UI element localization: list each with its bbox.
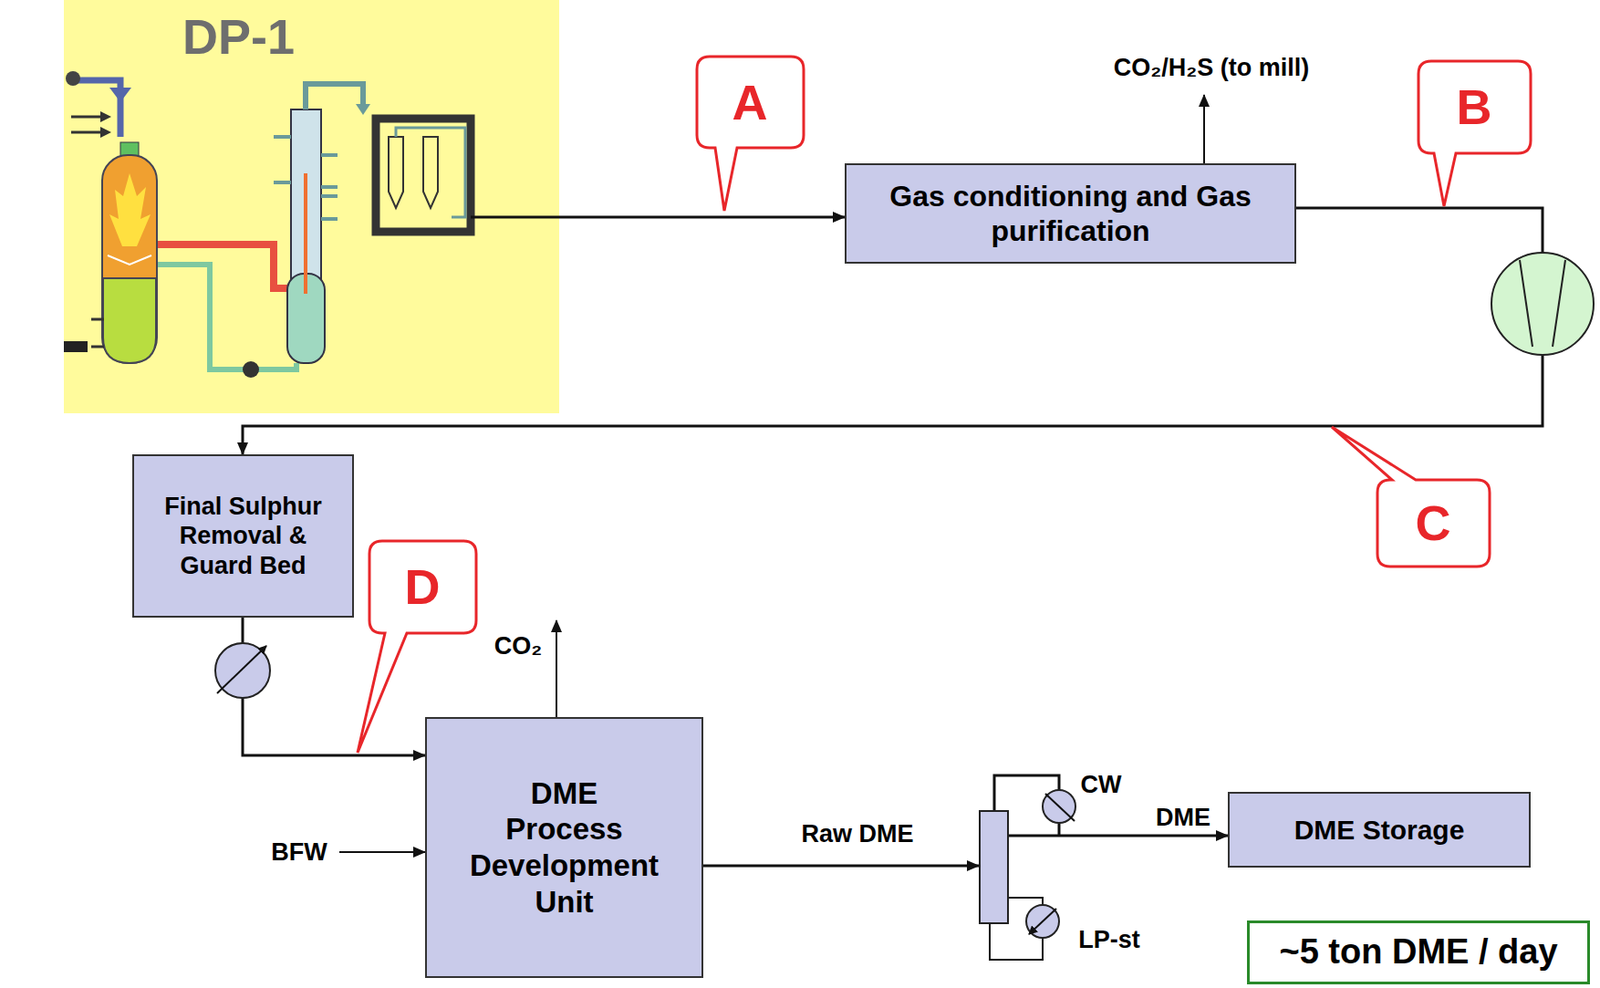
feed-lines — [71, 116, 101, 133]
distillation-column — [979, 810, 1008, 924]
heat-exchanger-symbol — [215, 643, 271, 698]
callout-letter: C — [1415, 494, 1452, 551]
stream-label: CO₂/H₂S (to mill) — [1113, 53, 1310, 83]
outlet-line — [470, 216, 560, 219]
condenser-symbol — [1042, 789, 1076, 823]
stream-label: DME — [1155, 803, 1211, 832]
feed-arrow — [109, 87, 132, 103]
capacity-box: ~5 ton DME / day — [1246, 920, 1590, 985]
flame — [109, 173, 151, 247]
gasifier-internal — [107, 255, 152, 265]
stream-label: CW — [1080, 770, 1123, 800]
box-label: Gas conditioning and Gas purification — [888, 178, 1254, 250]
quench-nozzles — [321, 155, 338, 219]
outlet-lines — [91, 319, 104, 347]
callout-bubble — [1418, 61, 1531, 207]
callout-letter: D — [405, 558, 441, 615]
stream-label: LP-st — [1078, 925, 1141, 955]
quench-nozzles — [273, 136, 291, 183]
vent-arrow — [1203, 94, 1206, 164]
gas-pipe — [305, 83, 364, 110]
callout-bubble — [696, 56, 804, 211]
flow-line — [559, 216, 845, 219]
box-label: DME Storage — [1237, 813, 1521, 847]
stream-label: BFW — [270, 838, 327, 867]
box-label: DME Process Development Unit — [466, 775, 663, 920]
cyclone-pipe — [395, 127, 466, 218]
gasifier-bath — [103, 278, 156, 364]
process-box: Gas conditioning and Gas purification — [844, 163, 1297, 264]
stream-label: Raw DME — [800, 820, 914, 849]
process-box: Final Sulphur Removal & Guard Bed — [132, 454, 354, 618]
stream-label: CO₂ — [494, 632, 543, 661]
pump — [242, 361, 260, 378]
feed-arrow — [100, 111, 112, 123]
arrow-head — [966, 860, 980, 872]
compressor-symbol — [1519, 259, 1533, 347]
outlet-valve — [63, 341, 88, 353]
reboiler-symbol — [1026, 904, 1060, 938]
feed-arrow — [100, 126, 112, 138]
callout-letter: A — [732, 73, 769, 131]
box-label: Final Sulphur Removal & Guard Bed — [145, 491, 342, 581]
return-pipe — [157, 264, 297, 370]
gas-arrow — [355, 103, 371, 115]
cyclone — [423, 136, 438, 208]
condenser-symbol — [1045, 793, 1075, 821]
gasifier-illustration — [63, 0, 560, 414]
compressor-symbol — [1491, 252, 1594, 355]
reboiler-symbol — [1028, 908, 1057, 935]
panel-title: DP-1 — [182, 7, 295, 67]
gasifier-vessel — [102, 155, 157, 364]
cyclone — [388, 136, 404, 208]
quench-internal — [303, 173, 308, 294]
heat-exchanger-symbol — [217, 645, 267, 694]
feed-nozzle — [65, 71, 81, 86]
vent-arrow — [555, 620, 558, 717]
box-label: ~5 ton DME / day — [1254, 931, 1583, 974]
flow-line — [703, 835, 1228, 866]
plant-panel: DP-1 — [63, 0, 560, 414]
storage-box: DME Storage — [1227, 791, 1531, 868]
callout-bubble — [1331, 426, 1490, 567]
process-box: DME Process Development Unit — [425, 716, 704, 978]
compressor-symbol — [1552, 259, 1566, 347]
cyclone-box — [375, 118, 471, 232]
callout-letter: B — [1456, 78, 1493, 136]
feed-arrow — [339, 851, 426, 853]
